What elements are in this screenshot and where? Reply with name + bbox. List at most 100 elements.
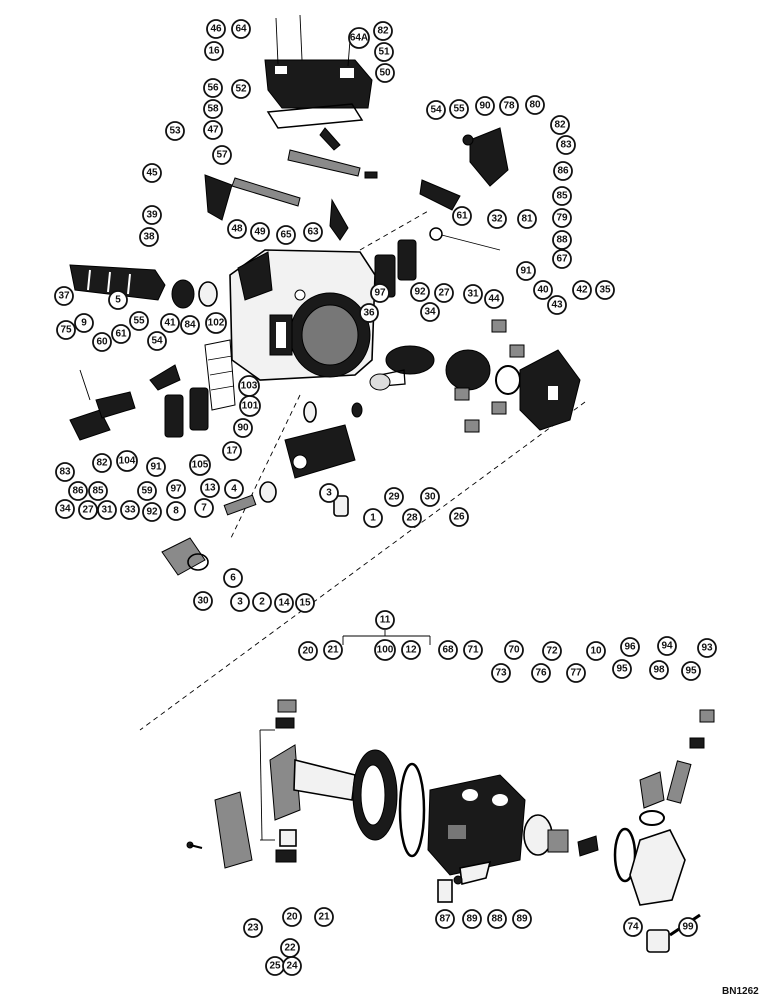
callout-39: 39 (142, 205, 162, 225)
callout-label: 103 (241, 381, 258, 392)
callout-label: 67 (556, 254, 568, 265)
callout-83: 83 (55, 462, 75, 482)
callout-31: 31 (463, 284, 483, 304)
throttle-levers-left (69, 364, 181, 441)
callout-label: 13 (204, 483, 216, 494)
callout-58: 58 (203, 99, 223, 119)
callout-74: 74 (623, 917, 643, 937)
callout-82: 82 (373, 21, 393, 41)
callout-92: 92 (410, 282, 430, 302)
callout-label: 82 (554, 120, 566, 131)
callout-label: 27 (438, 288, 450, 299)
callout-12: 12 (401, 640, 421, 660)
callout-7: 7 (194, 498, 214, 518)
callout-86: 86 (68, 481, 88, 501)
callout-51: 51 (374, 42, 394, 62)
transfer-pump-parts (161, 373, 391, 576)
callout-64: 64 (231, 19, 251, 39)
callout-90: 90 (233, 418, 253, 438)
callout-79: 79 (552, 208, 572, 228)
callout-label: 54 (151, 336, 163, 347)
callout-4: 4 (224, 479, 244, 499)
callout-11-label: 11 (380, 615, 391, 626)
callout-30: 30 (193, 591, 213, 611)
callout-8: 8 (166, 501, 186, 521)
callout-90: 90 (475, 96, 495, 116)
callout-label: 95 (685, 666, 697, 677)
callout-38: 38 (139, 227, 159, 247)
callout-37: 37 (54, 286, 74, 306)
callout-label: 99 (682, 922, 694, 933)
callout-94: 94 (657, 636, 677, 656)
callout-label: 58 (207, 104, 219, 115)
callout-44: 44 (484, 289, 504, 309)
callout-label: 30 (424, 492, 436, 503)
callout-label: 57 (216, 150, 228, 161)
callout-99: 99 (678, 917, 698, 937)
callout-label: 22 (284, 943, 296, 954)
callout-label: 46 (210, 24, 222, 35)
callout-87: 87 (435, 909, 455, 929)
callout-36: 36 (359, 303, 379, 323)
callout-label: 60 (96, 337, 108, 348)
callout-label: 31 (101, 505, 113, 516)
callout-88: 88 (487, 909, 507, 929)
callout-label: 52 (235, 84, 247, 95)
callout-101: 101 (239, 395, 261, 417)
callout-97: 97 (166, 479, 186, 499)
callout-47: 47 (203, 120, 223, 140)
callout-label: 29 (388, 492, 400, 503)
callout-82: 82 (550, 115, 570, 135)
callout-label: 89 (516, 914, 528, 925)
callout-83: 83 (556, 135, 576, 155)
callout-label: 27 (82, 505, 94, 516)
callout-label: 75 (60, 325, 72, 336)
callout-label: 41 (164, 318, 176, 329)
callout-97: 97 (370, 283, 390, 303)
callout-label: 90 (237, 423, 249, 434)
callout-label: 77 (570, 668, 582, 679)
callout-label: 56 (207, 83, 219, 94)
callout-24: 24 (282, 956, 302, 976)
callout-label: 95 (616, 664, 628, 675)
callout-1: 1 (363, 508, 383, 528)
callout-89: 89 (512, 909, 532, 929)
callout-59: 59 (137, 481, 157, 501)
callout-61: 61 (452, 206, 472, 226)
distributor-rotor (214, 699, 356, 869)
callout-label: 36 (363, 308, 375, 319)
callout-label: 7 (201, 503, 207, 514)
callout-label: 98 (653, 665, 665, 676)
callout-label: 6 (230, 573, 236, 584)
callout-label: 45 (146, 168, 158, 179)
hydraulic-head (427, 774, 526, 876)
callout-14: 14 (274, 593, 294, 613)
callout-55: 55 (449, 99, 469, 119)
callout-label: 86 (557, 166, 569, 177)
callout-label: 15 (299, 598, 311, 609)
callout-label: 64 (235, 24, 247, 35)
callout-85: 85 (552, 186, 572, 206)
callout-28: 28 (402, 508, 422, 528)
callout-label: 61 (115, 329, 127, 340)
callout-91: 91 (146, 457, 166, 477)
callout-55: 55 (129, 311, 149, 331)
callout-30: 30 (420, 487, 440, 507)
callout-label: 3 (326, 488, 332, 499)
callout-85: 85 (88, 481, 108, 501)
callout-label: 30 (197, 596, 209, 607)
callout-81: 81 (517, 209, 537, 229)
callout-label: 61 (456, 211, 468, 222)
callout-label: 20 (286, 912, 298, 923)
callout-17: 17 (222, 441, 242, 461)
callout-label: 39 (146, 210, 158, 221)
callout-label: 21 (327, 645, 339, 656)
callout-41: 41 (160, 313, 180, 333)
callout-86: 86 (553, 161, 573, 181)
callout-label: 4 (231, 484, 237, 495)
callout-label: 102 (208, 318, 225, 329)
callout-label: 68 (442, 645, 454, 656)
callout-label: 70 (508, 645, 520, 656)
callout-label: 12 (405, 645, 417, 656)
callout-label: 85 (556, 191, 568, 202)
